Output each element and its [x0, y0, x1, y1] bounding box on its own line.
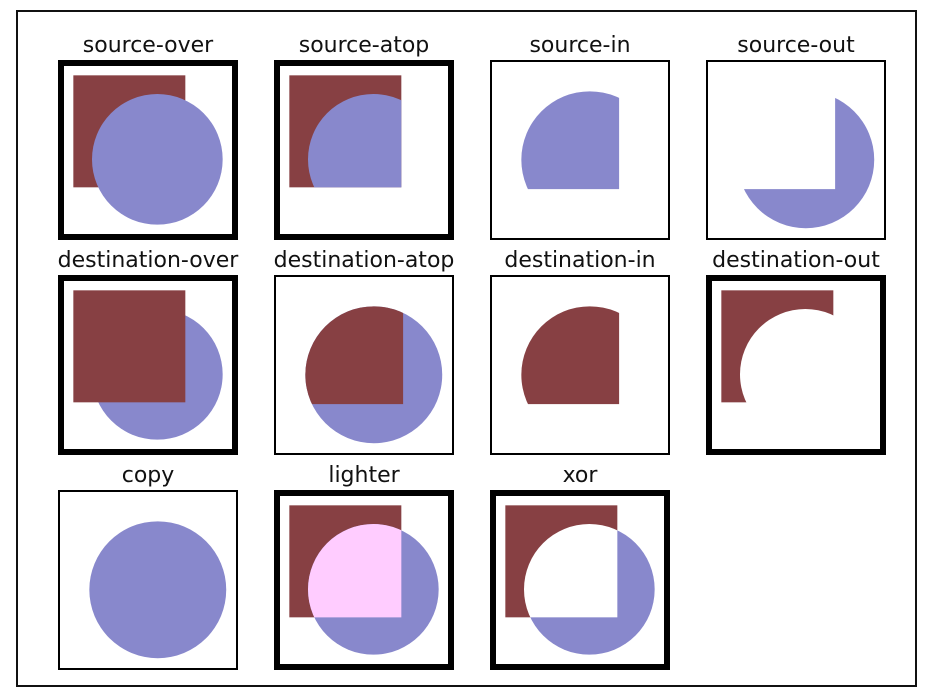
composite-canvas: [289, 75, 402, 188]
destination-square: [73, 290, 186, 403]
mode-label: copy: [121, 463, 175, 488]
mode-label: destination-atop: [273, 248, 455, 273]
composite-canvas: [73, 75, 223, 225]
composite-canvas: [305, 306, 443, 444]
overlap-region: [308, 524, 402, 618]
destination-square: [305, 306, 404, 405]
mode-cell-destination-out: destination-out: [696, 247, 896, 455]
mode-box: [706, 275, 886, 455]
mode-cell-source-out: source-out: [696, 32, 896, 240]
composite-canvas: [737, 91, 875, 229]
mode-cell-copy: copy: [48, 462, 248, 670]
composite-canvas: [73, 290, 223, 440]
mode-cell-source-atop: source-atop: [264, 32, 464, 240]
mode-label: xor: [562, 463, 598, 488]
mode-box: [58, 275, 238, 455]
mode-box: [490, 490, 670, 670]
mode-label: source-over: [82, 33, 214, 58]
mode-label: lighter: [328, 463, 400, 488]
mode-box: [58, 60, 238, 240]
mode-box: [58, 490, 238, 670]
destination-square: [521, 306, 620, 405]
source-circle: [524, 524, 655, 655]
source-circle: [737, 91, 875, 229]
mode-cell-destination-in: destination-in: [480, 247, 680, 455]
composite-canvas: [89, 521, 227, 659]
mode-label: destination-over: [57, 248, 239, 273]
mode-box: [490, 275, 670, 455]
mode-box: [274, 490, 454, 670]
mode-label: destination-out: [712, 248, 880, 273]
source-circle: [89, 521, 227, 659]
mode-box: [274, 60, 454, 240]
composite-canvas: [721, 290, 834, 403]
mode-cell-lighter: lighter: [264, 462, 464, 670]
source-circle: [308, 94, 402, 188]
mode-label: destination-in: [504, 248, 656, 273]
composite-canvas: [521, 306, 620, 405]
mode-box: [706, 60, 886, 240]
mode-cell-xor: xor: [480, 462, 680, 670]
composite-canvas: [505, 505, 655, 655]
mode-label: source-out: [737, 33, 855, 58]
destination-square: [721, 290, 834, 403]
mode-label: source-atop: [298, 33, 430, 58]
mode-cell-destination-over: destination-over: [48, 247, 248, 455]
composite-canvas: [521, 91, 620, 190]
mode-cell-destination-atop: destination-atop: [264, 247, 464, 455]
source-circle: [92, 94, 223, 225]
mode-cell-source-over: source-over: [48, 32, 248, 240]
source-circle: [521, 91, 620, 190]
composite-canvas: [289, 505, 439, 655]
mode-label: source-in: [529, 33, 631, 58]
mode-box: [490, 60, 670, 240]
mode-cell-source-in: source-in: [480, 32, 680, 240]
mode-box: [274, 275, 454, 455]
